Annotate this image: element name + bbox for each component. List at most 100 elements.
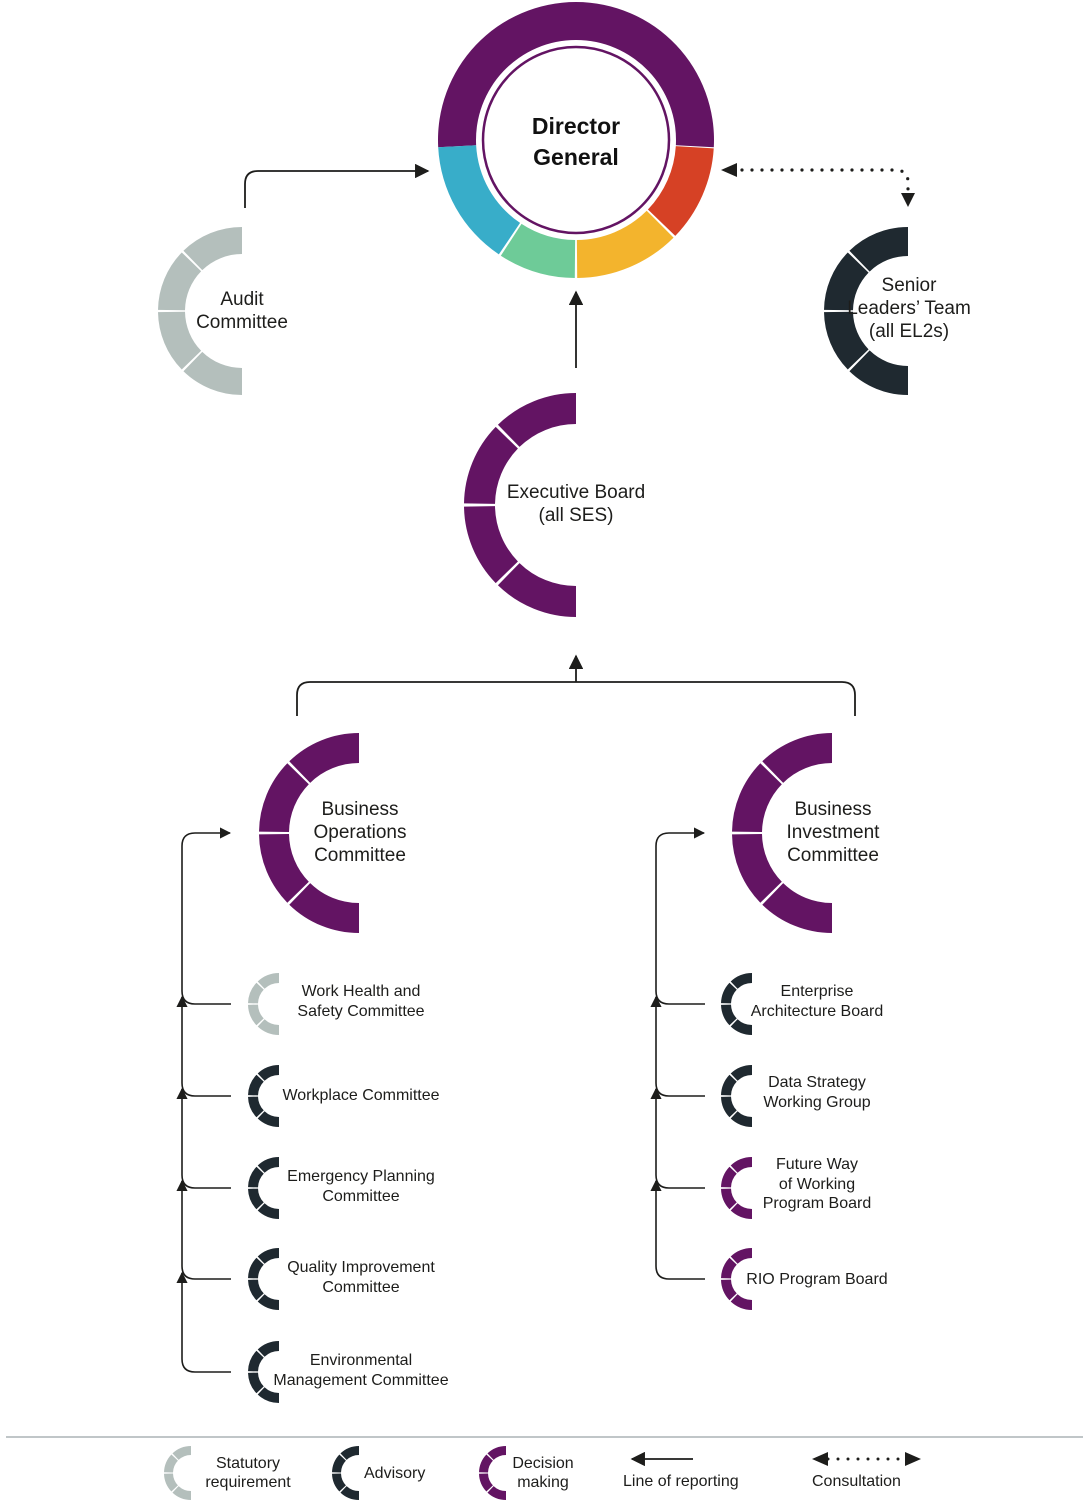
arc-segment [248, 1372, 264, 1394]
environmental-management-arc [248, 1341, 279, 1403]
data-strategy-arc [721, 1065, 752, 1127]
arc-segment [721, 1166, 737, 1188]
committee-arcs [158, 227, 908, 1500]
arc-segment [762, 733, 832, 783]
arc-segment [259, 763, 309, 833]
arc-segment [497, 563, 576, 617]
business-investment-arc [732, 733, 832, 933]
arc-segment [257, 973, 279, 989]
arc-segment [183, 227, 242, 271]
committees-bracket-line [296, 681, 856, 716]
senior-leaders-arc [824, 227, 908, 395]
arc-segment [732, 763, 782, 833]
arc-segment [721, 1188, 737, 1210]
executive-board-arc [464, 393, 576, 617]
arc-segment [721, 1074, 737, 1096]
arc-segment [464, 506, 518, 584]
arc-segment [248, 982, 264, 1004]
arc-segment [487, 1486, 506, 1500]
arc-segment [248, 1350, 264, 1372]
dg-ring-red-segment [647, 146, 714, 236]
arc-segment [730, 1111, 752, 1127]
rio-program-board-label: RIO Program Board [746, 1271, 888, 1288]
dg-ring-yellow-segment [576, 210, 674, 278]
arc-segment [257, 1203, 279, 1219]
arc-segment [730, 1203, 752, 1219]
arc-segment [464, 426, 518, 504]
arc-segment [721, 1096, 737, 1118]
arc-segment [721, 1004, 737, 1026]
arc-segment [257, 1294, 279, 1310]
arc-segment [257, 1019, 279, 1035]
arc-segment [248, 1004, 264, 1026]
consultation-arrowhead-left [721, 163, 737, 177]
arc-segment [248, 1096, 264, 1118]
arc-segment [183, 351, 242, 395]
legend-statutory-arc [164, 1446, 191, 1500]
arc-segment [248, 1166, 264, 1188]
legend-advisory-arc [332, 1446, 359, 1500]
legend-reporting-label: Line of reporting [623, 1473, 739, 1490]
arc-segment [730, 1065, 752, 1081]
business-operations-arc [259, 733, 359, 934]
arc-segment [257, 1111, 279, 1127]
arc-segment [259, 833, 309, 903]
arc-segment [849, 350, 908, 395]
executive-board-label: Executive Board(all SES) [506, 482, 646, 527]
arc-segment [248, 1188, 264, 1210]
arc-segment [487, 1446, 506, 1460]
dg-ring-top-segment [438, 2, 714, 148]
arc-segment [730, 1157, 752, 1173]
future-way-arc [721, 1157, 752, 1219]
arc-segment [340, 1446, 359, 1460]
arc-segment [721, 982, 737, 1004]
arc-segment [164, 1473, 178, 1492]
dg-inner-circle [481, 45, 671, 235]
arc-segment [248, 1074, 264, 1096]
arc-segment [479, 1473, 493, 1492]
arc-segment [730, 1019, 752, 1035]
enterprise-architecture-arc [721, 973, 752, 1035]
legend-consultation-arrow-right [905, 1452, 921, 1466]
arc-segment [721, 1279, 737, 1301]
consultation-arrowhead-down [901, 193, 915, 207]
arc-segment [289, 883, 359, 934]
arc-segment [479, 1454, 493, 1473]
arc-segment [172, 1486, 191, 1500]
workplace-committee-arc [248, 1065, 279, 1127]
arc-segment [730, 1294, 752, 1310]
legend-decision-arc [479, 1446, 506, 1500]
arc-segment [730, 973, 752, 989]
arc-segment [248, 1257, 264, 1279]
arc-segment [762, 883, 832, 933]
legend-advisory-label: Advisory [364, 1465, 426, 1482]
arc-segment [849, 227, 908, 272]
arc-segment [172, 1446, 191, 1460]
arc-segment [257, 1341, 279, 1357]
legend-consultation-arrow-left [812, 1452, 828, 1466]
arc-segment [257, 1065, 279, 1081]
arc-segment [158, 252, 202, 311]
arc-segment [257, 1387, 279, 1403]
connector-lines [244, 163, 910, 716]
workplace-committee-label: Workplace Committee [282, 1087, 440, 1104]
arc-segment [340, 1486, 359, 1500]
dg-ring-blue-segment [438, 145, 521, 255]
senior-consultation-line [740, 168, 910, 198]
arc-segment [824, 252, 869, 311]
emergency-planning-arc [248, 1157, 279, 1219]
